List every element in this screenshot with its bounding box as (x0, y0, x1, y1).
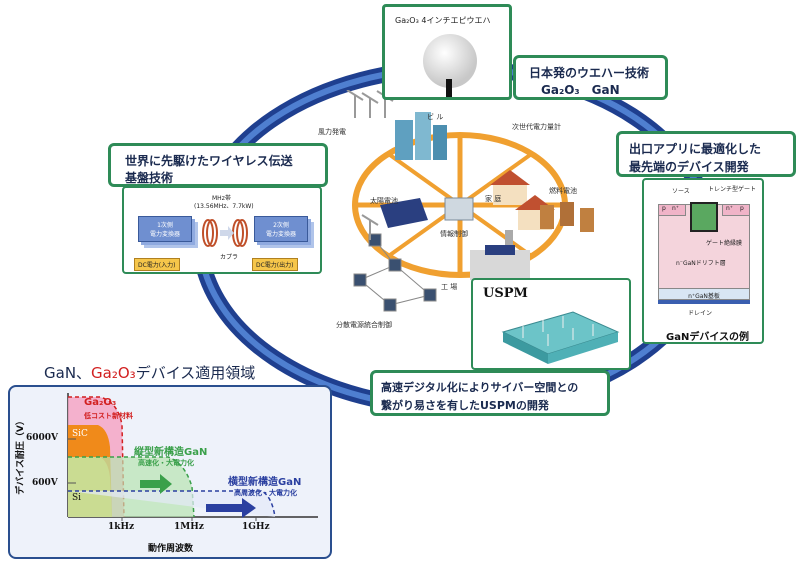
dc-in-label: DC電力(入力) (134, 258, 180, 271)
wafer-icon (423, 34, 477, 97)
label-control: 情報制御 (440, 230, 468, 238)
secondary-line2: 電力変換器 (265, 231, 296, 238)
ga2o3-sub: 低コスト新材料 (84, 412, 133, 420)
label-building: ビ ル (427, 113, 444, 121)
wind-turbine-icon (346, 90, 394, 118)
lateral-gan-label: 横型新構造GaN (228, 477, 302, 488)
xlabel: 動作周波数 (148, 544, 194, 554)
p-mark-left: p (662, 205, 666, 212)
xtick-1khz: 1kHz (108, 522, 135, 532)
wireless-title-line1: 世界に先駆けたワイヤレス伝送 (125, 154, 293, 168)
si-label: Si (72, 493, 82, 503)
ytick-6000: 6000V (26, 433, 59, 443)
vertical-gan-label: 縦型新構造GaN (134, 447, 208, 458)
device-title-line1: 出口アプリに最適化した (629, 142, 762, 156)
primary-line1: 1次側 (157, 222, 173, 229)
primary-line2: 電力変換器 (149, 231, 180, 238)
xtick-1mhz: 1MHz (174, 522, 204, 532)
application-title-prefix: GaN、 (44, 364, 92, 382)
uspm-label: USPM (483, 286, 528, 301)
japan-wafer-line1: 日本発のウエハー技術 (529, 66, 650, 80)
control-center-icon (444, 197, 474, 221)
uspm-desc-line1: 高速デジタル化によりサイバー空間との (381, 381, 579, 394)
coupler-coil-icon (202, 219, 248, 247)
substrate-label: n⁺GaN基板 (688, 293, 720, 300)
label-home: 家 庭 (485, 195, 502, 203)
uspm-desc-panel: 高速デジタル化によりサイバー空間との 繋がり易さを有したUSPMの開発 (370, 370, 610, 416)
solar-panel-icon (380, 198, 428, 228)
label-wind: 風力発電 (318, 128, 346, 136)
wafer-caption: Ga₂O₃ 4インチエピウエハ (395, 16, 491, 25)
wireless-diagram-panel: MHz帯 (13.56MHz、7.7kW) 1次側 電力変換器 2次側 電力変換… (122, 186, 322, 274)
fuel-cell-icon (540, 202, 594, 232)
label-smart-meter: 次世代電力量計 (512, 123, 561, 131)
japan-wafer-panel: 日本発のウエハー技術 Ga₂O₃ GaN (513, 55, 668, 100)
vertical-gan-sub: 高速化・大電力化 (138, 459, 194, 467)
device-caption: GaNデバイスの例 (666, 332, 750, 343)
application-chart (67, 393, 318, 521)
gan-device-panel: ソース トレンチ型ゲート p n⁺ n⁺ p ゲート絶縁膜 n⁻GaNドリフト層… (642, 178, 764, 344)
drain-label: ドレイン (688, 310, 713, 317)
np-mark-right: n⁺ (726, 205, 733, 212)
p-region-right (722, 204, 750, 216)
drain-metal (658, 300, 750, 304)
p-mark-right: p (740, 205, 744, 212)
device-title-panel: 出口アプリに最適化した 最先端のデバイス開発 (616, 131, 796, 177)
wafer-panel: Ga₂O₃ 4インチエピウエハ (382, 4, 512, 100)
primary-converter: 1次側 電力変換器 (138, 216, 192, 242)
p-region-left (658, 204, 686, 216)
drift-label: n⁻GaNドリフト層 (676, 260, 726, 267)
trench-gate-label: トレンチ型ゲート (708, 186, 757, 193)
coupler-label: カプラ (220, 254, 239, 261)
secondary-converter: 2次側 電力変換器 (254, 216, 308, 242)
dc-out-label: DC電力(出力) (252, 258, 298, 271)
application-title-suffix: デバイス適用領域 (135, 364, 256, 382)
uspm-panel: USPM (471, 278, 631, 370)
band-line1: MHz帯 (212, 195, 231, 202)
wireless-title-panel: 世界に先駆けたワイヤレス伝送 基盤技術 (108, 143, 328, 187)
wind-turbine-icon (361, 214, 379, 240)
np-mark-left: n⁺ (672, 205, 679, 212)
uspm-module-icon (501, 311, 620, 364)
application-title-ga2o3: Ga₂O₃ (91, 364, 136, 382)
uspm-desc-line2: 繋がり易さを有したUSPMの開発 (381, 399, 549, 412)
building-icon (395, 112, 447, 160)
secondary-line1: 2次側 (273, 222, 289, 229)
label-distributed: 分散電源統合制御 (336, 321, 392, 329)
japan-wafer-line2: Ga₂O₃ GaN (541, 83, 620, 97)
band-line2: (13.56MHz、7.7kW) (194, 203, 254, 210)
distributed-network-icon (353, 233, 437, 312)
smart-grid-illustration (346, 90, 594, 312)
ga2o3-label: Ga₂O₃ (84, 397, 117, 408)
wireless-title-line2: 基盤技術 (125, 171, 174, 185)
application-title: GaN、Ga₂O₃デバイス適用領域 (44, 362, 255, 383)
label-factory: 工 場 (441, 283, 458, 291)
gate-insulator-label: ゲート絶縁膜 (706, 240, 743, 247)
lateral-gan-sub: 高周波化・大電力化 (234, 489, 297, 497)
factory-icon (470, 230, 530, 280)
device-title-line2: 最先端のデバイス開発 (629, 160, 749, 174)
label-fuel-cell: 燃料電池 (549, 187, 577, 195)
label-solar: 太陽電池 (370, 197, 398, 205)
xtick-1ghz: 1GHz (242, 522, 270, 532)
ylabel: デバイス耐圧（V） (15, 416, 26, 495)
substrate-layer: n⁺GaN基板 (658, 288, 750, 300)
ytick-600: 600V (32, 478, 58, 488)
application-chart-panel: デバイス耐圧（V） 6000V 600V 1kHz 1MHz 1GHz 動作周波… (8, 385, 332, 559)
source-label: ソース (672, 188, 690, 195)
trench-gate (690, 202, 718, 232)
sic-label: SiC (72, 429, 88, 439)
